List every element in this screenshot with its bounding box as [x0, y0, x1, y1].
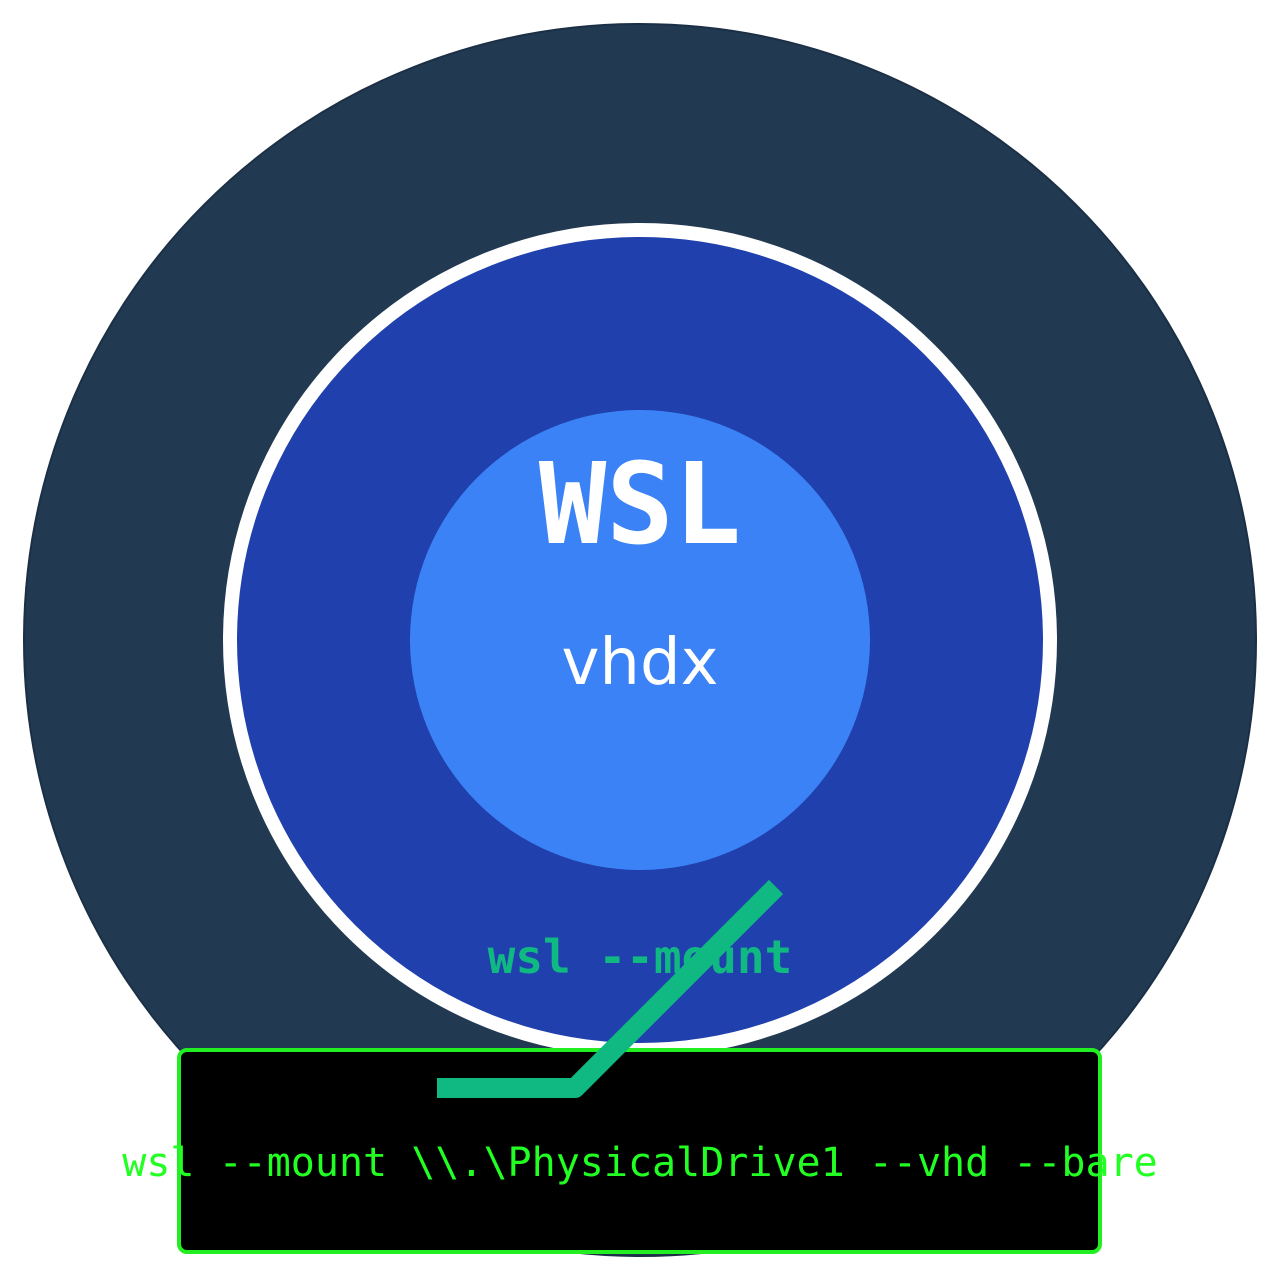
terminal-box [177, 1048, 1102, 1254]
core-title: WSL [539, 440, 741, 570]
inner-disc [410, 410, 870, 870]
mount-command-text: wsl --mount \\.\PhysicalDrive1 --vhd --b… [122, 1140, 1158, 1186]
core-subtitle: vhdx [562, 626, 719, 700]
mount-connector-line [437, 879, 784, 1098]
mount-label: wsl --mount [488, 930, 793, 984]
